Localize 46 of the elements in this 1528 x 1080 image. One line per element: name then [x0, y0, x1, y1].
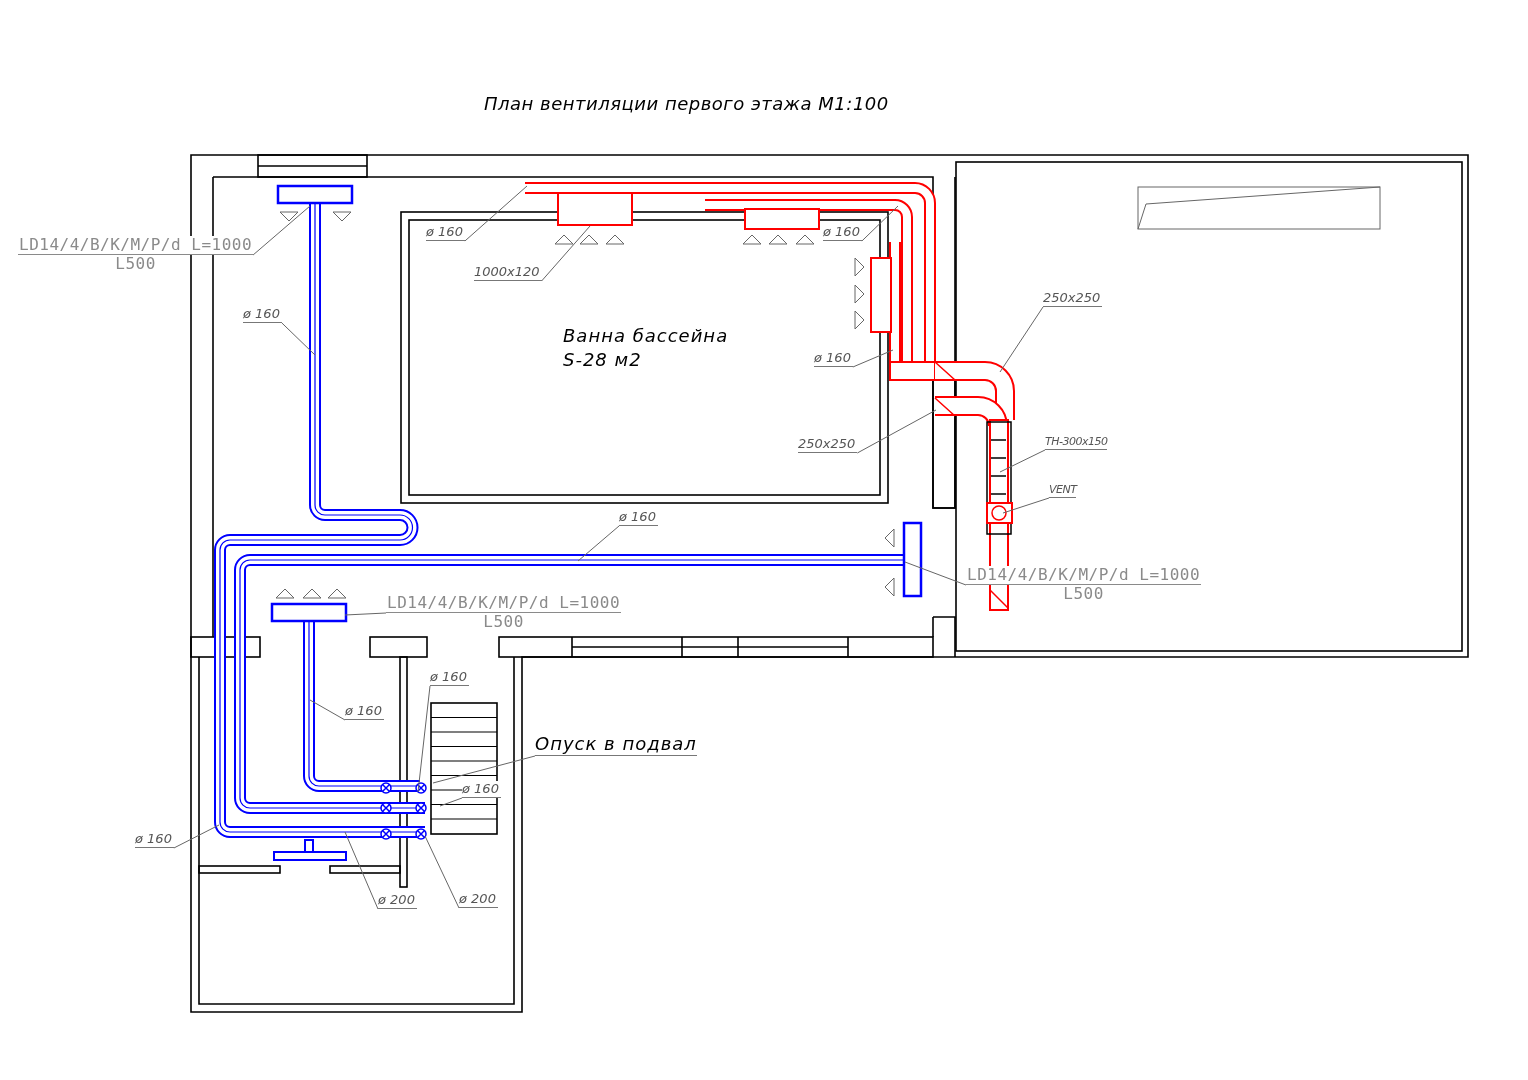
leader-line — [432, 755, 536, 784]
duct-size-label: TH-300x150 — [1045, 435, 1108, 450]
duct-size-label: 250x250 — [798, 436, 858, 453]
leader-line — [856, 409, 937, 454]
duct-size-label: VENT — [1049, 483, 1077, 498]
leader-line — [252, 205, 311, 256]
leader-line — [344, 612, 387, 616]
leader-line — [541, 225, 591, 282]
diffuser-spec-label: LD14/4/B/K/M/P/d L=1000 — [18, 236, 254, 255]
room-label: Ванна бассейна — [563, 324, 729, 348]
duct-size-label: ø 200 — [459, 891, 498, 908]
duct-size-label: ø 160 — [823, 224, 862, 241]
duct-size-label: ø 160 — [430, 669, 469, 686]
duct-size-label: ø 160 — [426, 224, 465, 241]
leader-line — [577, 525, 620, 562]
diffuser-length-label: L500 — [483, 613, 524, 631]
leader-line — [1002, 497, 1050, 514]
duct-size-label: ø 160 — [462, 781, 501, 798]
leader-line — [281, 322, 316, 356]
leader-line — [999, 306, 1044, 373]
leader-line — [464, 185, 528, 242]
leader-line — [999, 449, 1046, 473]
duct-size-label: 250x250 — [1043, 290, 1103, 307]
callout-note: Опуск в подвал — [535, 733, 697, 756]
leader-line — [439, 797, 463, 807]
duct-size-label: ø 160 — [345, 703, 384, 720]
diffuser-length-label: L500 — [1063, 585, 1104, 603]
duct-size-label: ø 160 — [135, 831, 174, 848]
leader-line — [852, 349, 894, 368]
leader-line — [904, 561, 967, 586]
duct-size-label: ø 160 — [243, 306, 282, 323]
diffuser-length-label: L500 — [115, 255, 156, 273]
leader-line — [861, 205, 899, 242]
drawing-title: План вентиляции первого этажа М1:100 — [484, 92, 889, 116]
leader-line — [417, 685, 431, 793]
leader-line — [344, 831, 379, 910]
diffuser-spec-label: LD14/4/B/K/M/P/d L=1000 — [386, 594, 622, 613]
leader-line — [309, 699, 346, 721]
leader-line — [173, 824, 220, 849]
leader-line — [424, 835, 460, 909]
duct-size-label: ø 200 — [378, 892, 417, 909]
duct-size-label: ø 160 — [619, 509, 658, 526]
duct-size-label: ø 160 — [814, 350, 853, 367]
duct-size-label: 1000x120 — [474, 264, 542, 281]
diffuser-spec-label: LD14/4/B/K/M/P/d L=1000 — [966, 566, 1202, 585]
room-label: S-28 м2 — [563, 348, 642, 372]
